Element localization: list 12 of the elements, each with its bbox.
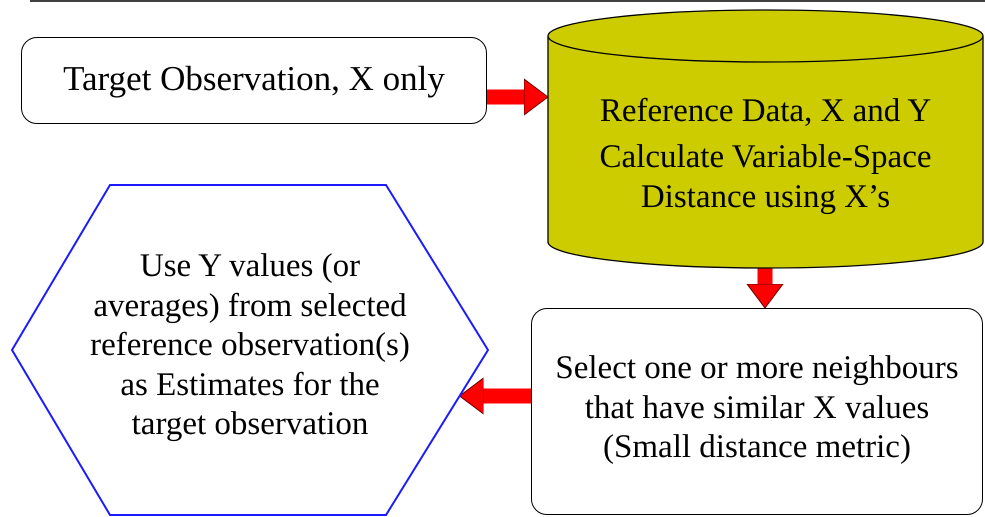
node-text: Use Y values (or averages) from selected reference observation(s) as Estimates for the target observation [89, 247, 411, 444]
process-box [21, 37, 487, 124]
database-cylinder [548, 10, 983, 268]
heading-text: Reference Data, X and Y [598, 92, 932, 131]
node-text: Target Observation, X only [62, 58, 446, 100]
block-arrow [487, 78, 548, 116]
block-arrow [459, 378, 531, 414]
output-hexagon [12, 185, 488, 515]
node-text: Calculate Variable-Space Distance using X’s [598, 138, 932, 217]
block-arrow [746, 268, 784, 308]
node-text: Select one or more neighbours that have similar X values (Small distance metric) [554, 349, 960, 468]
process-box [531, 308, 983, 515]
